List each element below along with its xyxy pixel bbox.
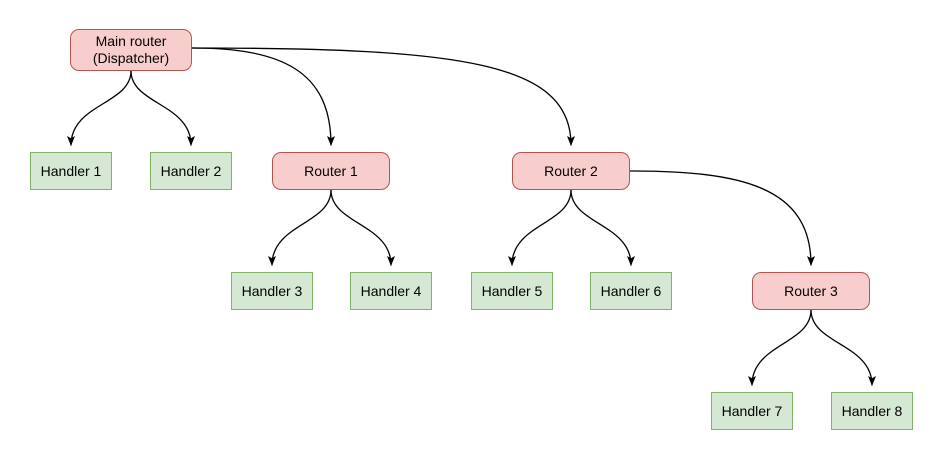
node-handler-2[interactable]: Handler 2 <box>150 152 232 190</box>
node-label-handler-6: Handler 6 <box>600 282 662 299</box>
edge-router-2-to-handler-6 <box>570 189 635 266</box>
node-label-router-3: Router 3 <box>784 282 838 299</box>
node-label-handler-1: Handler 1 <box>40 162 102 179</box>
node-label-router-2: Router 2 <box>544 162 598 179</box>
node-main-router[interactable]: Main router (Dispatcher) <box>70 29 192 71</box>
node-label-handler-4: Handler 4 <box>360 282 422 299</box>
node-handler-3[interactable]: Handler 3 <box>231 272 313 310</box>
edge-router-2-to-router-3 <box>629 170 815 266</box>
edges-group <box>67 47 876 386</box>
edge-main-router-to-handler-1 <box>67 70 132 146</box>
edge-router-3-to-handler-8 <box>810 309 876 386</box>
node-handler-7[interactable]: Handler 7 <box>711 392 793 430</box>
node-handler-5[interactable]: Handler 5 <box>471 272 553 310</box>
node-label-router-1: Router 1 <box>304 162 358 179</box>
node-handler-8[interactable]: Handler 8 <box>831 392 913 430</box>
node-handler-6[interactable]: Handler 6 <box>590 272 672 310</box>
node-router-1[interactable]: Router 1 <box>272 152 390 190</box>
node-label-main-router: Main router (Dispatcher) <box>92 33 170 66</box>
edge-router-1-to-handler-3 <box>268 189 332 266</box>
node-label-handler-7: Handler 7 <box>721 402 783 419</box>
edge-main-router-to-router-1 <box>191 47 335 146</box>
node-label-handler-5: Handler 5 <box>481 282 543 299</box>
node-router-3[interactable]: Router 3 <box>752 272 870 310</box>
node-router-2[interactable]: Router 2 <box>512 152 630 190</box>
node-label-handler-8: Handler 8 <box>841 402 903 419</box>
node-label-handler-3: Handler 3 <box>241 282 303 299</box>
node-handler-1[interactable]: Handler 1 <box>30 152 112 190</box>
edge-router-3-to-handler-7 <box>748 309 812 386</box>
node-handler-4[interactable]: Handler 4 <box>350 272 432 310</box>
edge-router-1-to-handler-4 <box>330 189 395 266</box>
edge-router-2-to-handler-5 <box>508 189 572 266</box>
edge-main-router-to-router-2 <box>191 47 575 146</box>
node-label-handler-2: Handler 2 <box>160 162 222 179</box>
edge-main-router-to-handler-2 <box>130 70 195 146</box>
